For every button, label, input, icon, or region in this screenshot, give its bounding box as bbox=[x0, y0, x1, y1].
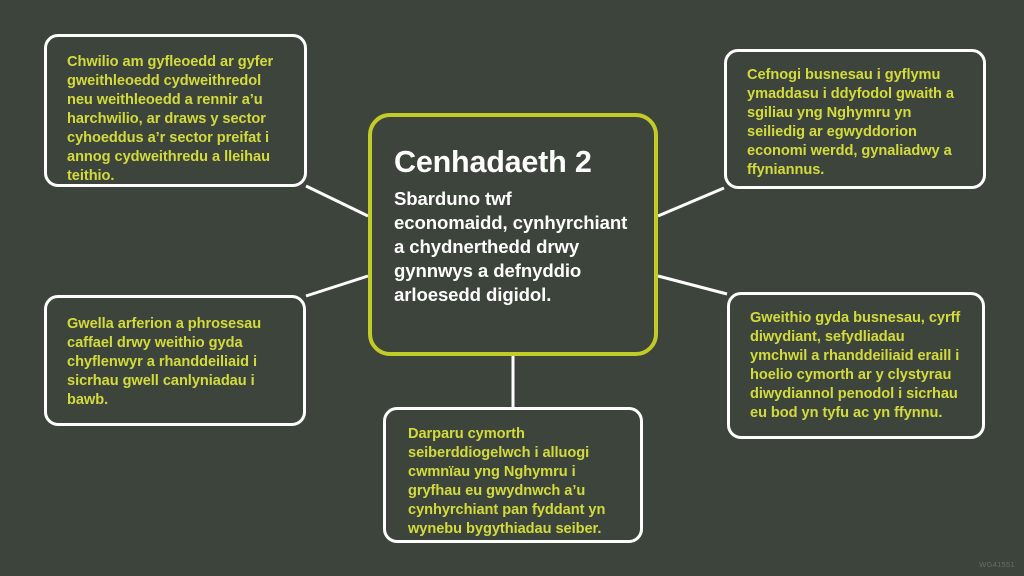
center-node-content: Cenhadaeth 2 Sbarduno twf economaidd, cy… bbox=[372, 117, 654, 307]
node-bottom-center-text: Darparu cymorth seiberddiogelwch i alluo… bbox=[408, 426, 606, 537]
center-node-title: Cenhadaeth 2 bbox=[394, 145, 592, 179]
node-middle-left: Gwella arferion a phrosesau caffael drwy… bbox=[44, 295, 306, 426]
node-middle-left-text: Gwella arferion a phrosesau caffael drwy… bbox=[67, 316, 262, 408]
node-top-right: Cefnogi busnesau i gyflymu ymaddasu i dd… bbox=[724, 49, 986, 189]
connector-middle-left bbox=[305, 274, 369, 298]
node-top-left: Chwilio am gyfleoedd ar gyfer gweithleoe… bbox=[44, 34, 307, 187]
node-bottom-center: Darparu cymorth seiberddiogelwch i alluo… bbox=[383, 407, 643, 543]
watermark-code: WG41551 bbox=[979, 560, 1015, 569]
connector-top-left bbox=[305, 184, 369, 218]
center-node-cenhadaeth-2: Cenhadaeth 2 Sbarduno twf economaidd, cy… bbox=[368, 113, 658, 356]
connector-middle-right bbox=[657, 274, 728, 296]
node-middle-right: Gweithio gyda busnesau, cyrff diwydiant,… bbox=[727, 292, 985, 439]
connector-top-right bbox=[657, 186, 725, 218]
node-top-right-text: Cefnogi busnesau i gyflymu ymaddasu i dd… bbox=[747, 67, 954, 178]
node-top-left-text: Chwilio am gyfleoedd ar gyfer gweithleoe… bbox=[67, 54, 274, 184]
center-node-subtitle: Sbarduno twf economaidd, cynhyrchiant a … bbox=[394, 188, 628, 306]
node-middle-right-text: Gweithio gyda busnesau, cyrff diwydiant,… bbox=[750, 310, 961, 421]
